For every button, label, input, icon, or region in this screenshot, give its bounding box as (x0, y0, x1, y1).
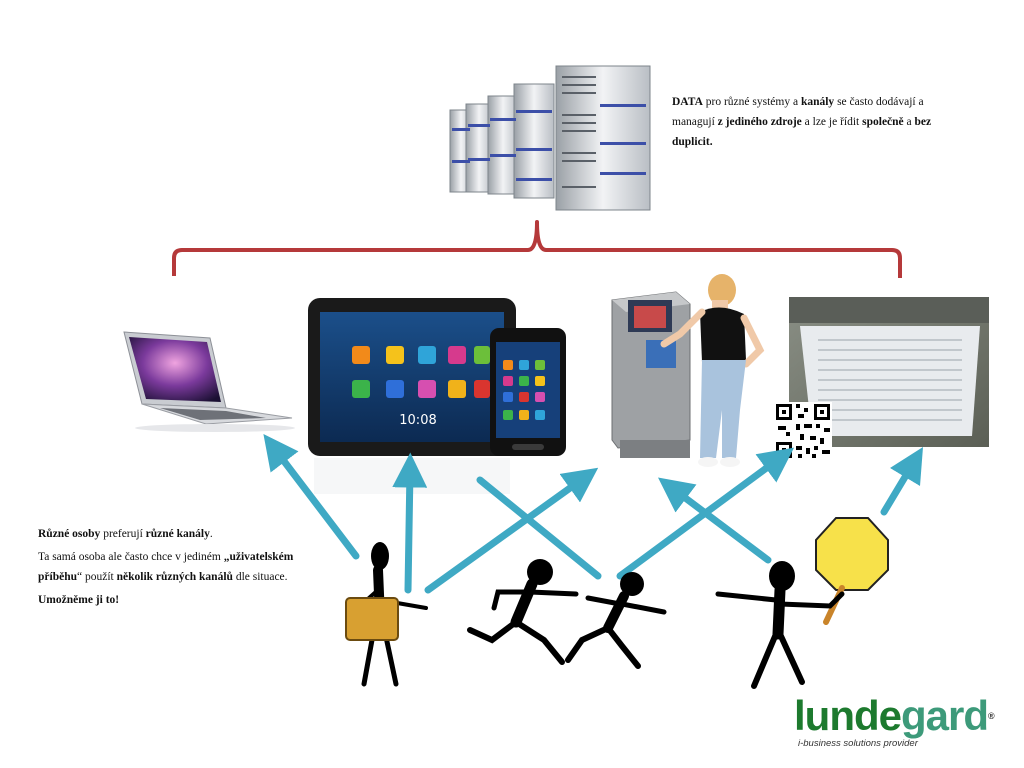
people-text-span: . (209, 528, 213, 540)
printed-timetable-icon (789, 297, 989, 447)
data-text-strong: z jediného zdroje (717, 116, 802, 128)
qr-code-icon (774, 402, 832, 460)
channel-arrows (263, 434, 924, 594)
people-text-strong: Různé osoby (38, 528, 101, 540)
svg-text:10:08: 10:08 (399, 413, 436, 428)
smartphone-icon (490, 328, 566, 456)
data-text-span: se často dodávají a managují (672, 96, 924, 128)
data-text-strong: kanály (800, 96, 835, 108)
people-text-span: Ta samá osoba ale často chce v jediném (38, 551, 224, 563)
lundegaard-logo: lundegard® i-business solutions provider (794, 694, 1006, 754)
data-text-strong: DATA (672, 96, 703, 108)
kiosk-icon (611, 291, 691, 458)
data-text-span: a lze je řídit (801, 116, 863, 128)
data-text-strong: společně (862, 116, 904, 128)
people-paragraph-2: Ta samá osoba ale často chce v jediném „… (38, 547, 300, 587)
logo-tagline: i-business solutions provider (798, 738, 918, 749)
people-description: Různé osoby preferují různé kanály. Ta s… (38, 524, 300, 613)
people-paragraph-1: Různé osoby preferují různé kanály. (38, 524, 300, 544)
data-description: DATA pro různé systémy a kanály se často… (672, 92, 962, 152)
laptop-icon (123, 331, 295, 432)
woman-icon (660, 274, 765, 467)
logo-wordmark: lundegard® (794, 694, 1006, 738)
brace (172, 220, 902, 278)
people-text-strong: Umožněme ji to! (38, 594, 120, 606)
people-text-strong: několik různých kanálů (116, 571, 233, 583)
stick-figure-courier-icon (345, 542, 428, 687)
tablet-icon: 10:08 (308, 298, 516, 494)
data-text-strong: bez duplicit. (672, 116, 932, 148)
data-text-span: pro různé systémy a (702, 96, 801, 108)
logo-part: g (901, 692, 927, 739)
people-text-span: dle situace. (232, 571, 288, 583)
logo-trademark: ® (988, 711, 995, 721)
data-text-span: a (903, 116, 915, 128)
stick-figure-sign-icon (715, 517, 889, 689)
running-figures-icon (467, 559, 667, 669)
people-text-strong: různé kanály (145, 528, 210, 540)
logo-part: ard (925, 692, 989, 739)
people-paragraph-3: Umožněme ji to! (38, 590, 300, 610)
logo-part: lunde (794, 692, 902, 739)
server-rack-icon (449, 65, 651, 211)
people-text-span: “ použít (77, 571, 117, 583)
people-text-span: preferují (100, 528, 146, 540)
people-text-strong: „uživatelském příběhu (38, 551, 294, 583)
